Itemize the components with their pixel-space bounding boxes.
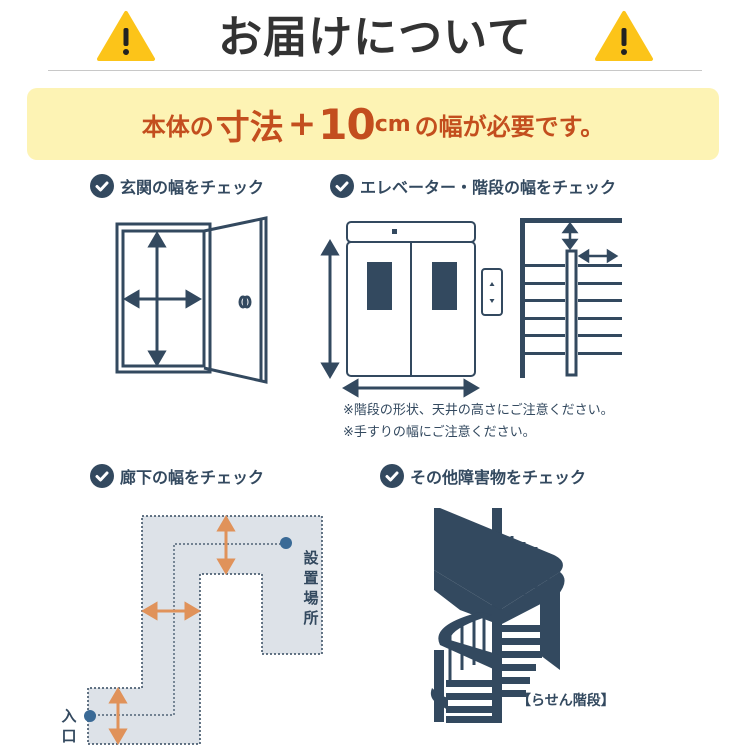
section-label: エレベーター・階段の幅をチェック [360, 178, 617, 197]
check-circle-icon [90, 174, 114, 198]
warning-icon [97, 11, 155, 61]
banner-text-1: 本体の [141, 112, 214, 141]
section-entrance-heading: 玄関の幅をチェック [90, 174, 264, 198]
section-label: 玄関の幅をチェック [120, 178, 265, 197]
banner-text-2: 寸法 [215, 107, 284, 148]
hallway-map [84, 515, 323, 745]
check-circle-icon [380, 464, 404, 488]
note-stair-shape: ※階段の形状、天井の高さにご注意ください。 [343, 403, 614, 418]
divider [48, 70, 702, 71]
banner-number: 10 [318, 99, 375, 149]
section-label: その他障害物をチェック [410, 468, 587, 487]
section-obstacles-heading: その他障害物をチェック [380, 464, 586, 488]
stairs-icon [520, 218, 622, 378]
door-icon [115, 216, 268, 384]
section-elevator-heading: エレベーター・階段の幅をチェック [330, 174, 616, 198]
note-handrail: ※手すりの幅にご注意ください。 [343, 425, 536, 440]
section-label: 廊下の幅をチェック [120, 468, 265, 487]
spiral-staircase-caption: 【らせん階段】 [517, 693, 615, 709]
check-circle-icon [330, 174, 354, 198]
banner-unit: cm [374, 111, 411, 137]
check-circle-icon [90, 464, 114, 488]
warning-icon [595, 11, 653, 61]
section-hallway-heading: 廊下の幅をチェック [90, 464, 264, 488]
entrance-label: 入口 [61, 707, 77, 745]
elevator-icon [320, 221, 503, 398]
banner-text-3: の幅が必要です。 [414, 112, 605, 141]
spiral-staircase-icon [430, 508, 565, 723]
size-requirement-banner: 本体の 寸法 + 10 cm の幅が必要です。 [27, 88, 719, 160]
page-title: お届けについて [218, 12, 532, 63]
destination-label: 設置場所 [303, 549, 319, 627]
banner-plus: + [287, 104, 317, 144]
